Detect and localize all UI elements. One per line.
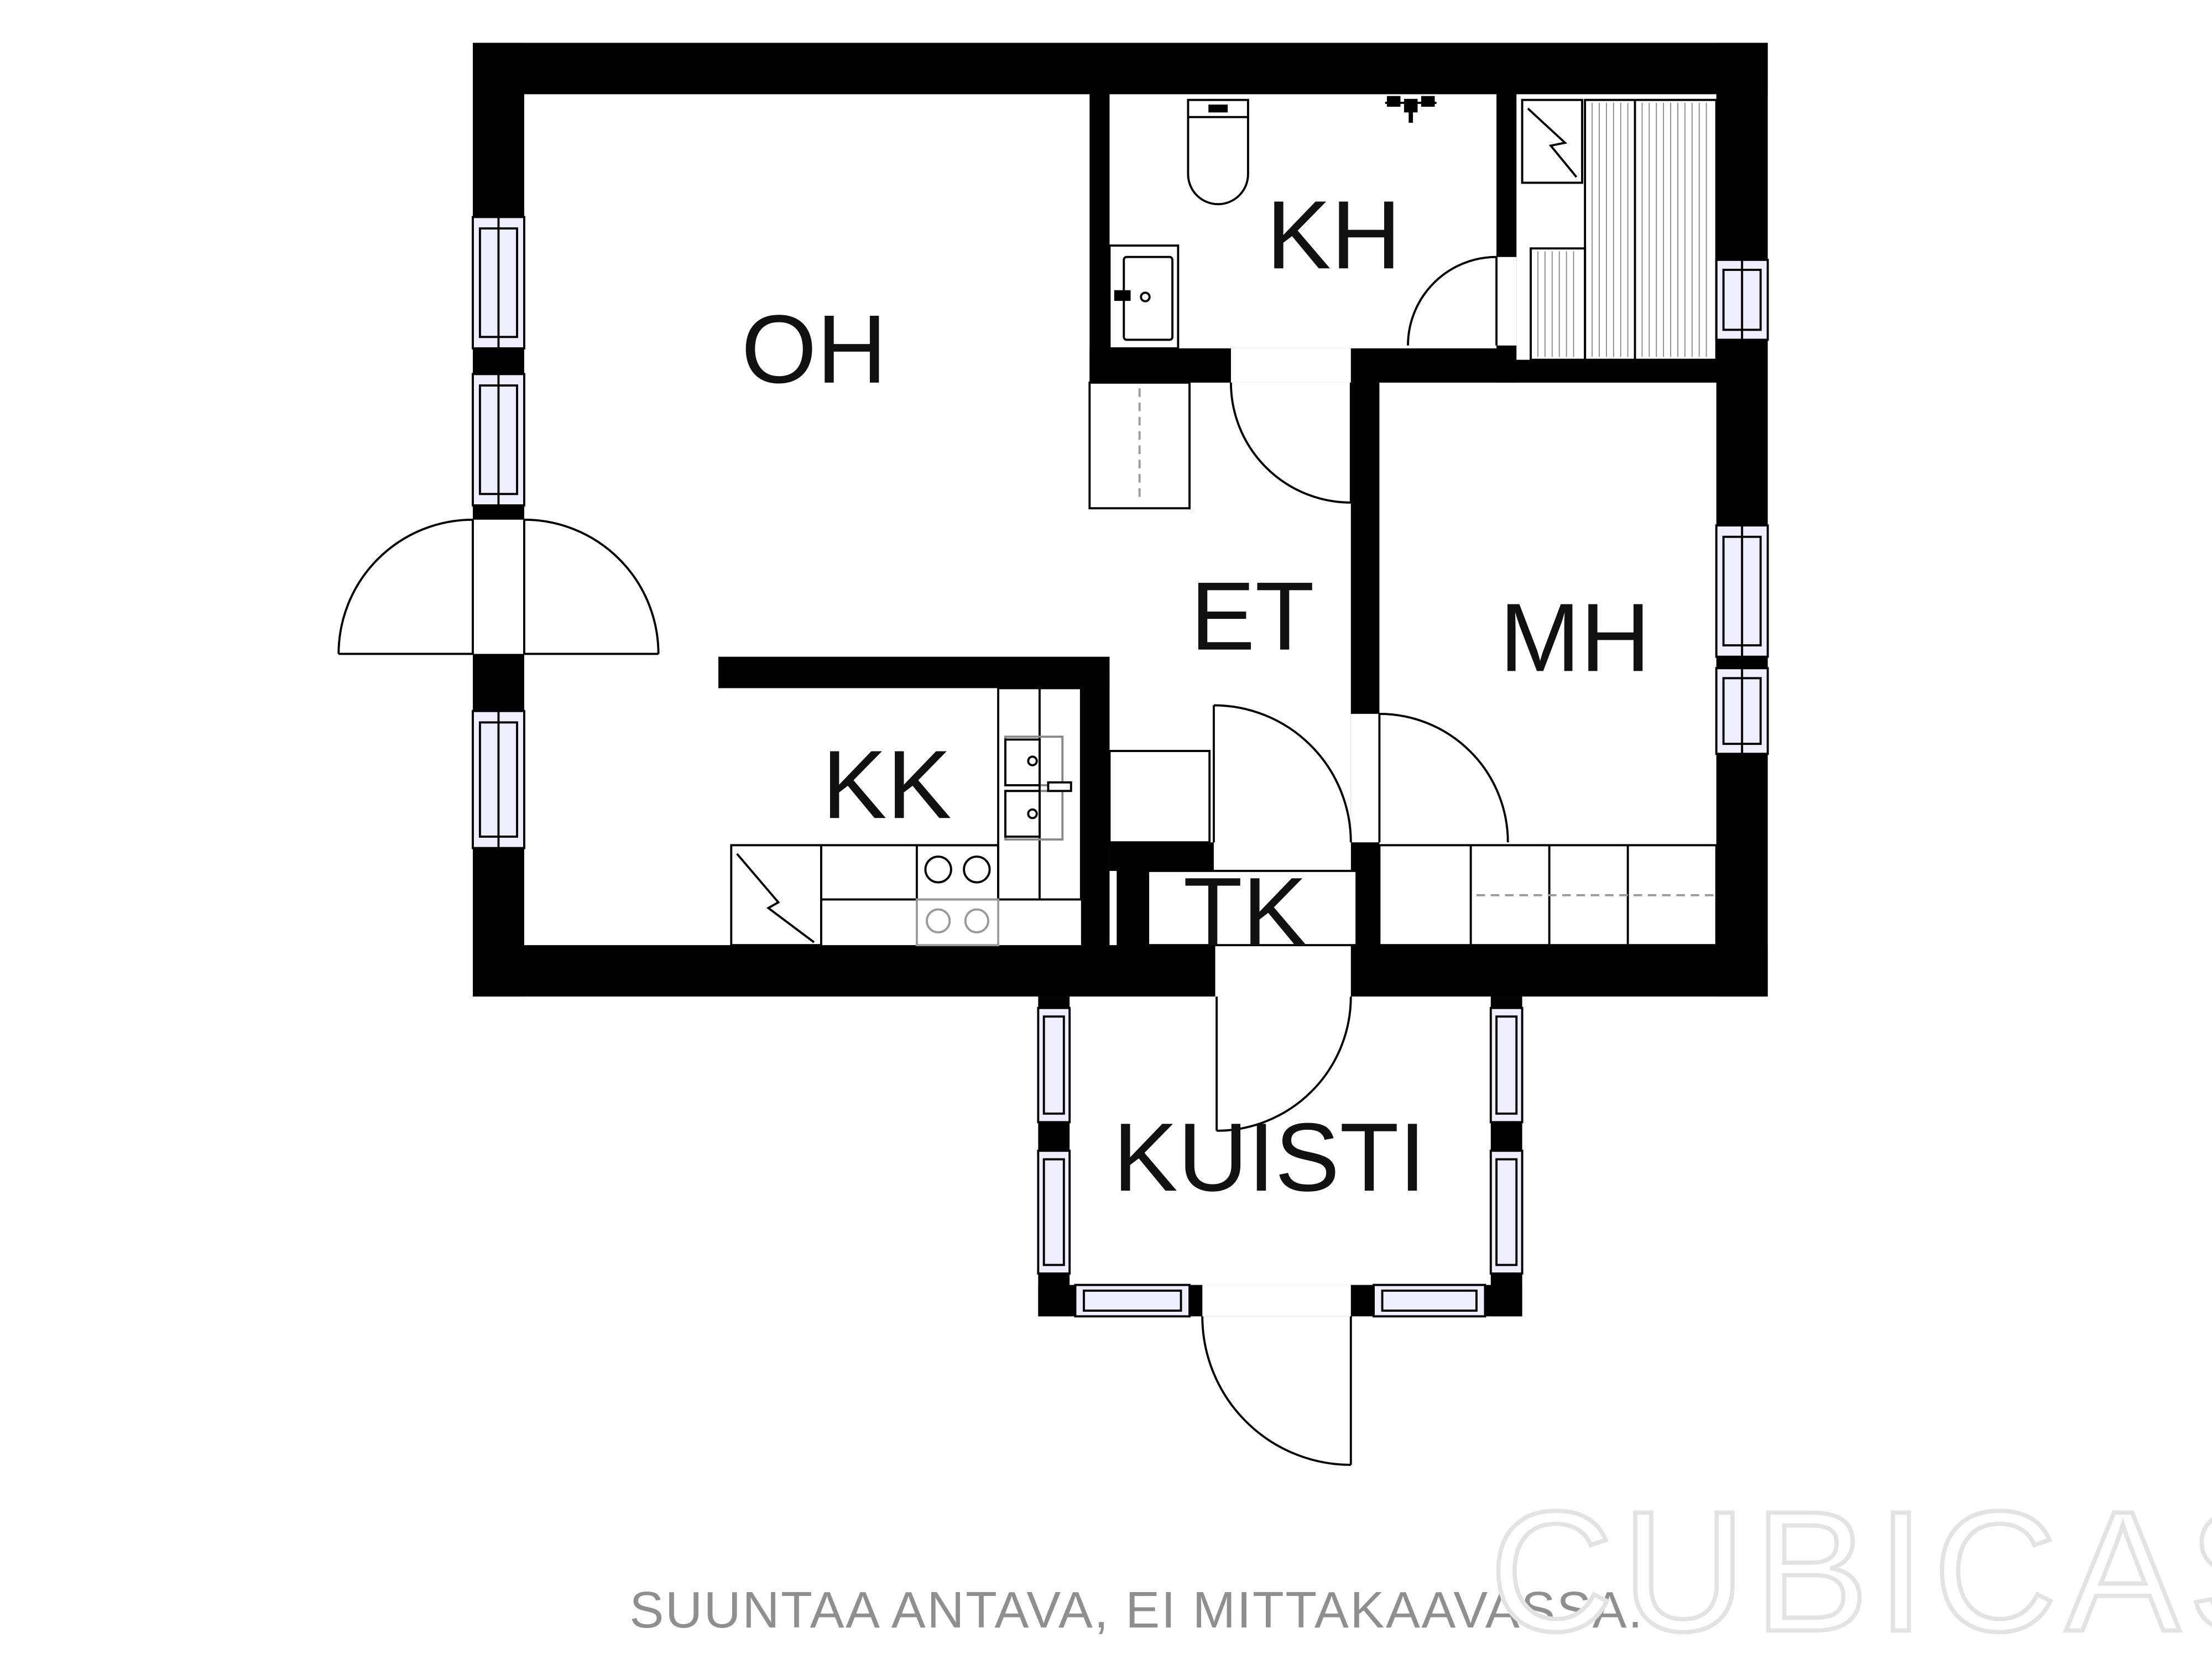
room-label-mh: MH <box>1500 583 1651 692</box>
toilet-icon <box>1187 98 1249 206</box>
door-mh <box>1378 712 1509 843</box>
window-right-middle <box>1715 524 1769 658</box>
window-right-top <box>1715 258 1769 341</box>
oven-icon <box>915 898 1000 947</box>
room-label-kuisti: KUISTI <box>1113 1103 1426 1212</box>
sauna-slats <box>1537 102 1707 357</box>
doors <box>337 255 1509 1466</box>
door-openings <box>472 257 1517 1000</box>
refrigerator-icon <box>730 844 822 947</box>
door-kh-sauna <box>1407 255 1498 346</box>
sauna-bench-lower <box>1530 247 1587 361</box>
sauna <box>1521 98 1718 361</box>
door-et-tk <box>1212 704 1352 843</box>
window-kuisti-bottom-right <box>1373 1284 1486 1318</box>
window-left-top <box>472 216 525 349</box>
sauna-stove-icon <box>1521 98 1583 184</box>
room-label-kk: KK <box>822 731 952 839</box>
window-right-bottom <box>1715 667 1769 755</box>
door-kuisti-inner <box>1215 997 1352 1132</box>
room-label-oh: OH <box>741 295 886 404</box>
window-kuisti-left-top <box>1037 1006 1071 1124</box>
window-kuisti-right-bottom <box>1489 1149 1524 1275</box>
washbasin-icon <box>1108 244 1180 349</box>
kh-fixtures <box>1108 96 1437 349</box>
windows <box>472 216 1769 849</box>
kuisti-windows <box>1037 1006 1524 1318</box>
window-kuisti-right-top <box>1489 1006 1524 1124</box>
window-kuisti-bottom-left <box>1074 1284 1191 1318</box>
window-left-middle <box>472 373 525 507</box>
kitchen-sink-icon <box>1004 735 1072 841</box>
footer-note: SUUNTAA ANTAVA, EI MITTAKAAVASSA. <box>629 1581 1644 1639</box>
room-label-tk: TK <box>1183 858 1307 966</box>
window-left-bottom <box>472 709 525 849</box>
room-labels: OH KH ET MH KK TK KUISTI <box>741 181 1650 1212</box>
brand-logo: CUBICASA <box>1490 1475 2212 1659</box>
kitchen-fixtures <box>730 687 1082 947</box>
mh-wardrobes <box>1378 844 1718 947</box>
kuisti-door-gap <box>1202 1285 1351 1317</box>
et-cabinet <box>1108 750 1211 844</box>
tk-box <box>1147 869 1358 947</box>
sauna-bench-upper <box>1584 98 1718 361</box>
room-label-et: ET <box>1190 562 1314 671</box>
window-kuisti-left-bottom <box>1037 1149 1071 1275</box>
walls <box>472 43 1768 997</box>
door-left-exterior <box>337 518 660 655</box>
et-closet <box>1088 381 1191 510</box>
door-kuisti-outer <box>1201 1313 1352 1466</box>
stove-icon <box>915 844 1000 901</box>
room-label-kh: KH <box>1266 181 1401 289</box>
door-kh-entrance <box>1229 382 1352 504</box>
shower-icon <box>1385 96 1437 123</box>
